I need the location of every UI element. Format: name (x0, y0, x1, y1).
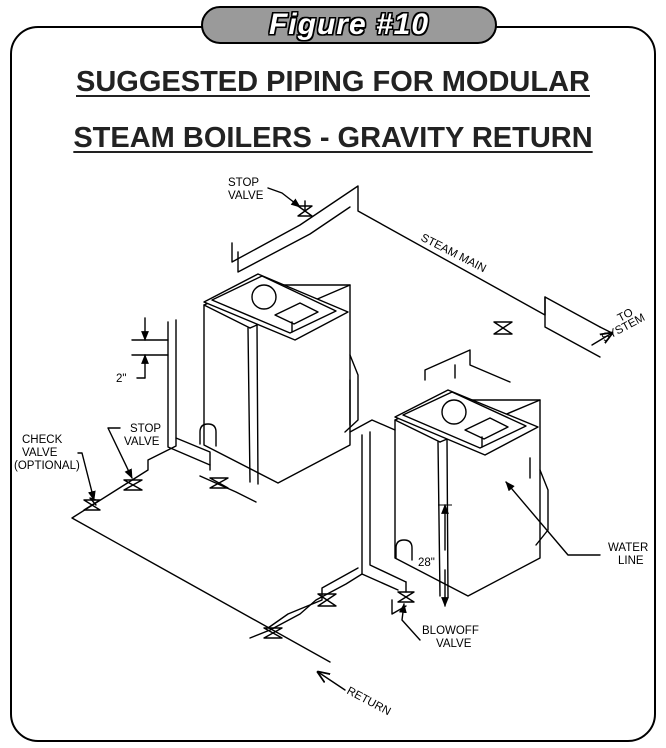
stop-valve-top (267, 187, 313, 217)
label-stop-valve-top-2: VALVE (228, 190, 264, 202)
check-valve-leader (77, 452, 96, 501)
label-stop-valve-top-1: STOP (228, 177, 259, 189)
water-line-leader (505, 481, 601, 556)
title-line-2: STEAM BOILERS - GRAVITY RETURN (73, 122, 593, 154)
label-stop-valve-left-1: STOP (130, 423, 161, 435)
figure-label: Figure #10 (268, 8, 430, 41)
stop-valve-main-right (493, 321, 513, 335)
label-2in: 2" (116, 373, 126, 385)
label-28in: 28" (418, 557, 435, 569)
dimension-2in (131, 317, 169, 379)
label-check-valve-1: CHECK (22, 434, 63, 446)
return-piping (71, 437, 407, 691)
label-steam-main: STEAM MAIN (419, 232, 488, 275)
label-check-valve-2: VALVE (22, 447, 58, 459)
label-blowoff-2: VALVE (436, 638, 472, 650)
blowoff-valve (397, 581, 421, 641)
steam-main-piping (231, 185, 612, 358)
label-water-line-1: WATER (608, 542, 648, 554)
right-boiler (349, 349, 549, 598)
stop-valve-left-leader (107, 427, 133, 479)
label-check-valve-3: (OPTIONAL) (14, 460, 80, 472)
label-return: RETURN (345, 685, 393, 718)
dimension-28in (438, 504, 452, 607)
label-water-line-2: LINE (618, 555, 644, 567)
label-blowoff-1: BLOWOFF (422, 625, 479, 637)
title-line-1: SUGGESTED PIPING FOR MODULAR (76, 66, 590, 98)
label-stop-valve-left-2: VALVE (124, 436, 160, 448)
figure-tab: Figure #10 (201, 6, 497, 44)
left-boiler (167, 273, 359, 503)
